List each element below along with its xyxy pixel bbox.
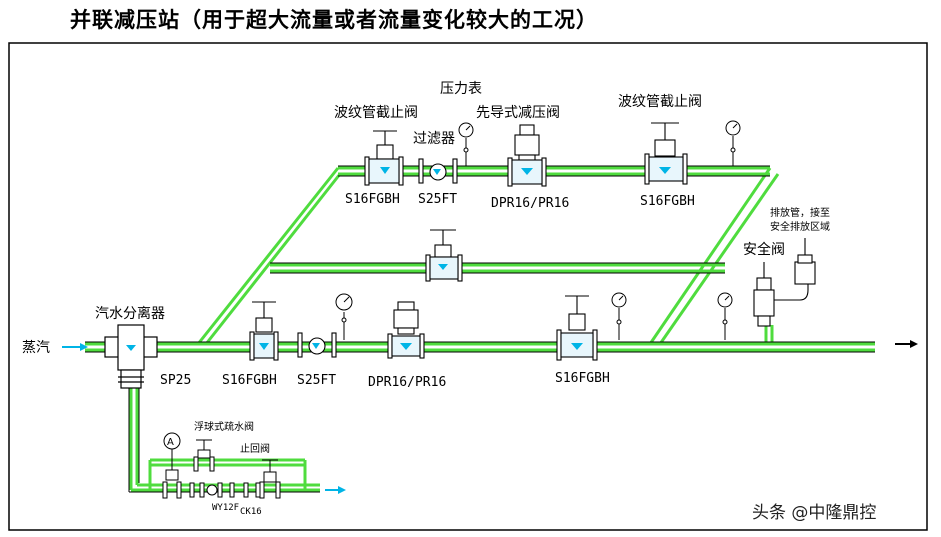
pressure-gauge-lower-1-icon — [335, 293, 353, 340]
pipe-network — [85, 166, 875, 492]
valve-lower-1-model: S16FGBH — [222, 373, 277, 388]
y-strainer-upper-icon — [418, 158, 458, 184]
diagram-title: 并联减压站（用于超大流量或者流量变化较大的工况） — [70, 8, 598, 32]
safety-valve-label: 安全阀 — [743, 241, 785, 258]
right-drop-pipe — [648, 167, 772, 345]
ck16-label: CK16 — [240, 507, 262, 517]
globe-valve-lower-1-icon — [249, 301, 279, 361]
pressure-gauge-lower-2-icon — [611, 292, 627, 340]
pressure-gauge-lower-3-icon — [717, 292, 733, 340]
globe-valve-lower-2-icon — [556, 295, 598, 361]
sp25-label: SP25 — [160, 373, 191, 388]
y-strainer-lower-icon — [297, 332, 337, 358]
watermark: 头条 @中隆鼎控 — [752, 503, 876, 523]
prv-upper-model: DPR16/PR16 — [491, 196, 569, 211]
drain-outlet-arrow-icon — [338, 486, 346, 494]
float-trap-label: 浮球式疏水阀 — [194, 420, 254, 433]
valve-upper-2-model: S16FGBH — [640, 194, 695, 209]
discharge-note-line2: 安全排放区域 — [770, 220, 830, 233]
drain-assembly — [162, 432, 281, 499]
outlet-arrow-icon — [910, 340, 918, 348]
globe-valve-upper-1-icon — [364, 130, 404, 186]
filter-upper-model: S25FT — [418, 192, 457, 207]
pressure-gauge-upper-1-icon — [458, 122, 474, 166]
steam-separator — [104, 324, 158, 389]
inlet-arrow-icon — [80, 343, 88, 351]
pilot-prv-label: 先导式减压阀 — [476, 105, 560, 121]
filter-name-label: 过滤器 — [413, 131, 455, 147]
gauge-a-letter: A — [167, 437, 174, 448]
valve-upper-1-model: S16FGBH — [345, 192, 400, 207]
valve-lower-2-model: S16FGBH — [555, 371, 610, 386]
globe-valve-bypass-icon — [425, 229, 463, 282]
prv-lower-model: DPR16/PR16 — [368, 375, 446, 390]
pilot-operated-prv-upper-icon — [507, 124, 547, 187]
filter-lower-model: S25FT — [297, 373, 336, 388]
flow-arrows — [62, 340, 918, 494]
pressure-gauge-upper-2-icon — [725, 120, 741, 166]
bellows-valve-upper-right-label: 波纹管截止阀 — [618, 94, 702, 110]
pressure-reducing-valve-lower-icon — [387, 301, 425, 359]
pressure-gauge-label: 压力表 — [440, 81, 482, 97]
check-valve-label: 止回阀 — [240, 442, 270, 455]
safety-valve-icon — [753, 238, 816, 327]
bellows-valve-upper-left-label: 波纹管截止阀 — [334, 105, 418, 121]
separator-label: 汽水分离器 — [95, 305, 165, 322]
steam-inlet-label: 蒸汽 — [22, 340, 50, 356]
wy12f-label: WY12F — [212, 503, 239, 513]
frame-border — [8, 42, 928, 531]
discharge-note-line1: 排放管，接至 — [770, 206, 830, 219]
left-riser-pipe — [196, 167, 340, 345]
globe-valve-upper-2-icon — [644, 122, 688, 185]
